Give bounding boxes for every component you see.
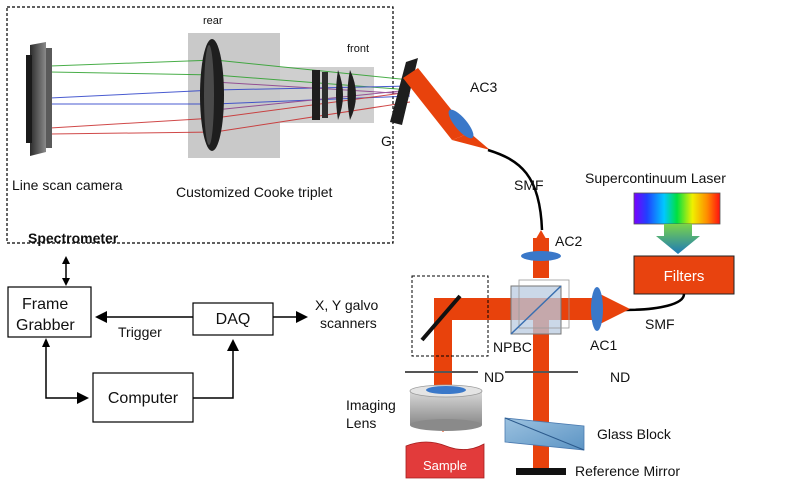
ac1-label: AC1 xyxy=(590,337,617,353)
computer-box xyxy=(92,372,194,423)
imaging-lens-label-2: Lens xyxy=(346,415,376,431)
smf-top-fiber xyxy=(487,148,544,231)
frame-grabber-label-1: Frame xyxy=(22,296,68,313)
nd-left-label: ND xyxy=(484,369,504,385)
frame-grabber-box xyxy=(7,286,92,338)
smf-right-label: SMF xyxy=(645,316,675,332)
filters-box xyxy=(633,255,735,295)
smf-right-fiber xyxy=(623,293,686,312)
glass-block xyxy=(504,417,585,451)
reference-mirror-label: Reference Mirror xyxy=(575,463,680,479)
galvo-label-2: scanners xyxy=(320,315,377,331)
trigger-label: Trigger xyxy=(118,324,162,340)
ac3-label: AC3 xyxy=(470,79,497,95)
imaging-lens-label-1: Imaging xyxy=(346,397,396,413)
camera-label: Line scan camera xyxy=(12,177,123,193)
galvo-mirror xyxy=(420,294,462,342)
glass-block-label: Glass Block xyxy=(597,426,672,442)
sample-label: Sample xyxy=(423,458,467,473)
supercontinuum-laser xyxy=(633,192,721,225)
front-lenses xyxy=(312,70,356,120)
computer-label: Computer xyxy=(108,390,179,407)
imaging-lens xyxy=(409,384,483,431)
laser-arrow xyxy=(656,224,700,254)
frame-computer-link xyxy=(45,344,89,404)
npbc-label: NPBC xyxy=(493,339,532,355)
grating-label: G xyxy=(381,133,392,149)
front-label: front xyxy=(347,43,369,55)
ac1-lens xyxy=(591,287,603,331)
ac2-label: AC2 xyxy=(555,233,582,249)
galvo-label-1: X, Y galvo xyxy=(315,297,379,313)
frame-grabber-label-2: Grabber xyxy=(16,317,75,334)
laser-label: Supercontinuum Laser xyxy=(585,170,726,186)
spectrometer-border xyxy=(6,6,394,244)
nd-right-label: ND xyxy=(610,369,630,385)
cooke-triplet-label: Customized Cooke triplet xyxy=(176,184,333,200)
galvo-box xyxy=(411,275,489,357)
sample-block xyxy=(405,441,485,479)
ac2-lens xyxy=(521,251,561,261)
line-scan-camera xyxy=(26,42,52,156)
spectrometer-group: rear front G Line scan camera Customized… xyxy=(6,6,418,244)
rear-label: rear xyxy=(203,15,223,27)
spectrometer-title: Spectrometer xyxy=(28,230,119,246)
reference-mirror xyxy=(516,468,566,475)
filters-label: Filters xyxy=(664,268,705,285)
ac3-lens xyxy=(448,109,474,139)
smf-top-label: SMF xyxy=(514,177,544,193)
npbc-cube xyxy=(510,279,570,335)
daq-box xyxy=(192,302,274,336)
computer-daq-link xyxy=(193,339,239,399)
daq-label: DAQ xyxy=(216,311,251,328)
